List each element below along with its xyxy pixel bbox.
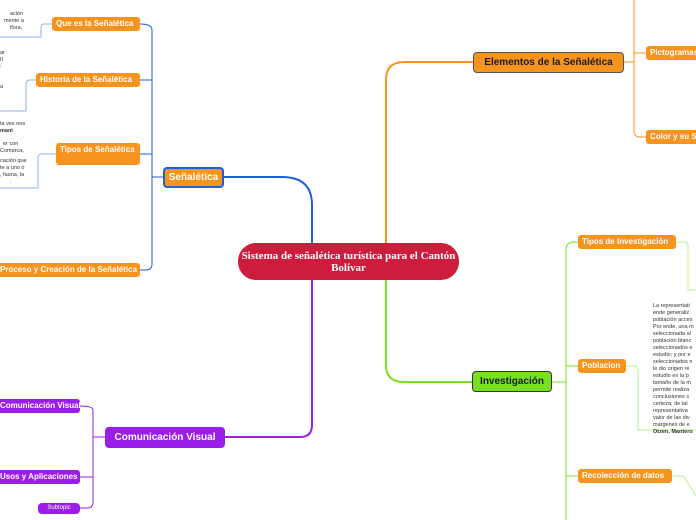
subtopic-comunicacion-visual[interactable]: Comunicación Visual bbox=[0, 399, 80, 413]
link-poblacion-note bbox=[626, 365, 696, 431]
link-tipos-note bbox=[0, 153, 56, 189]
note-tipos-d: cación que te a uno o , fauna, la . bbox=[0, 158, 27, 185]
subtopic-color[interactable]: Color y su S bbox=[646, 130, 696, 144]
note-tipos-c: er con Comarca, bbox=[0, 141, 24, 154]
subtopic-proceso[interactable]: Proceso y Creación de la Señalética bbox=[0, 263, 140, 277]
link-central-comunicacion bbox=[225, 280, 313, 438]
link-comunicacion-children bbox=[79, 405, 105, 509]
subtopic-tipos-investigacion[interactable]: Tipos de Investigación bbox=[578, 235, 676, 249]
note-poblacion: La representati ende generaliz población… bbox=[653, 303, 696, 436]
subtopic-pictogramas[interactable]: Pictogramas bbox=[646, 46, 696, 60]
central-topic[interactable]: Sistema de señalética turística para el … bbox=[238, 243, 459, 280]
note-que-es: ación mente a flora, bbox=[4, 11, 24, 31]
branch-senaletica[interactable]: Señalética bbox=[163, 167, 224, 188]
link-elementos-children bbox=[624, 0, 646, 138]
note-tipos-b: mani bbox=[0, 128, 13, 134]
branch-comunicacion[interactable]: Comunicación Visual bbox=[105, 427, 225, 448]
subtopic-placeholder[interactable]: Subtopic bbox=[38, 503, 80, 514]
branch-investigacion[interactable]: Investigación bbox=[472, 371, 552, 392]
link-central-investigacion bbox=[385, 280, 472, 383]
note-historia: ar II : bbox=[0, 50, 5, 70]
link-central-senaletica bbox=[224, 176, 313, 244]
subtopic-recoleccion[interactable]: Recolección de datos bbox=[578, 469, 672, 483]
link-tipos-inv-note bbox=[676, 241, 696, 291]
subtopic-historia[interactable]: Historia de la Señalética bbox=[36, 73, 140, 87]
note-tipos-a: ta ves nos bbox=[0, 121, 26, 127]
link-que-es-note bbox=[0, 23, 52, 38]
link-senaletica-children bbox=[139, 23, 163, 271]
subtopic-poblacion[interactable]: Poblacion bbox=[578, 359, 626, 373]
link-investigacion-children bbox=[552, 241, 578, 520]
branch-elementos[interactable]: Elementos de la Señalética bbox=[473, 52, 624, 73]
link-recoleccion-note bbox=[672, 475, 696, 497]
link-central-elementos bbox=[385, 61, 473, 244]
note-poblacion-author: Otzen, Mantero bbox=[653, 429, 693, 435]
note-historia-b: a bbox=[0, 84, 4, 90]
subtopic-tipos[interactable]: Tipos de Señalética bbox=[56, 143, 140, 165]
subtopic-que-es[interactable]: Que es la Señalética bbox=[52, 17, 140, 31]
link-historia-note bbox=[0, 79, 36, 112]
subtopic-usos[interactable]: Usos y Aplicaciones bbox=[0, 470, 80, 484]
